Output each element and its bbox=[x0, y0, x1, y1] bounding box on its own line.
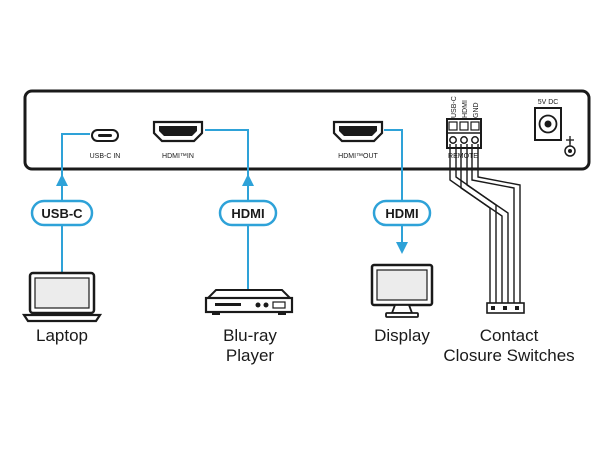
hdmi-out-port bbox=[332, 120, 384, 143]
device-rear-panel bbox=[23, 89, 591, 171]
contact-closure-switches-icon bbox=[486, 302, 525, 314]
hdmi-in-cable bbox=[205, 129, 249, 290]
hdmi-in-port bbox=[152, 120, 204, 143]
svg-text:HDMI: HDMI bbox=[385, 206, 418, 221]
polarity-icon bbox=[564, 136, 576, 157]
switches-label-line2: Closure Switches bbox=[443, 346, 574, 365]
usbc-cable bbox=[61, 133, 90, 275]
usbc-cable-label: USB-C bbox=[30, 199, 94, 227]
hdmi-in-port-label: HDMI™IN bbox=[162, 153, 194, 160]
hdmi-out-port-label: HDMI™OUT bbox=[338, 153, 378, 160]
hdmi-out-cable-label: HDMI bbox=[372, 199, 432, 227]
bluray-label-line2: Player bbox=[226, 346, 275, 365]
switches-label-line1: Contact bbox=[480, 326, 539, 345]
usbc-port bbox=[91, 129, 119, 142]
svg-text:USB-C: USB-C bbox=[41, 206, 83, 221]
remote-wires bbox=[449, 144, 521, 304]
usbc-port-label: USB-C IN bbox=[90, 153, 121, 160]
terminal-pin-hdmi-label: HDMI bbox=[462, 100, 469, 118]
bluray-player-icon bbox=[204, 289, 294, 315]
display-label: Display bbox=[374, 326, 430, 345]
terminal-pin-usbc-label: USB-C bbox=[451, 96, 458, 118]
terminal-pin-gnd-label: GND bbox=[473, 102, 480, 118]
remote-terminal-block bbox=[446, 118, 482, 149]
display-icon bbox=[370, 263, 434, 318]
bluray-label-line1: Blu-ray bbox=[223, 326, 277, 345]
laptop-label: Laptop bbox=[36, 326, 88, 345]
hdmi-in-cable-label: HDMI bbox=[218, 199, 278, 227]
power-label: 5V DC bbox=[538, 99, 559, 106]
remote-label: REMOTE bbox=[448, 153, 478, 160]
power-connector bbox=[534, 107, 562, 141]
svg-text:HDMI: HDMI bbox=[231, 206, 264, 221]
laptop-icon bbox=[21, 271, 103, 323]
